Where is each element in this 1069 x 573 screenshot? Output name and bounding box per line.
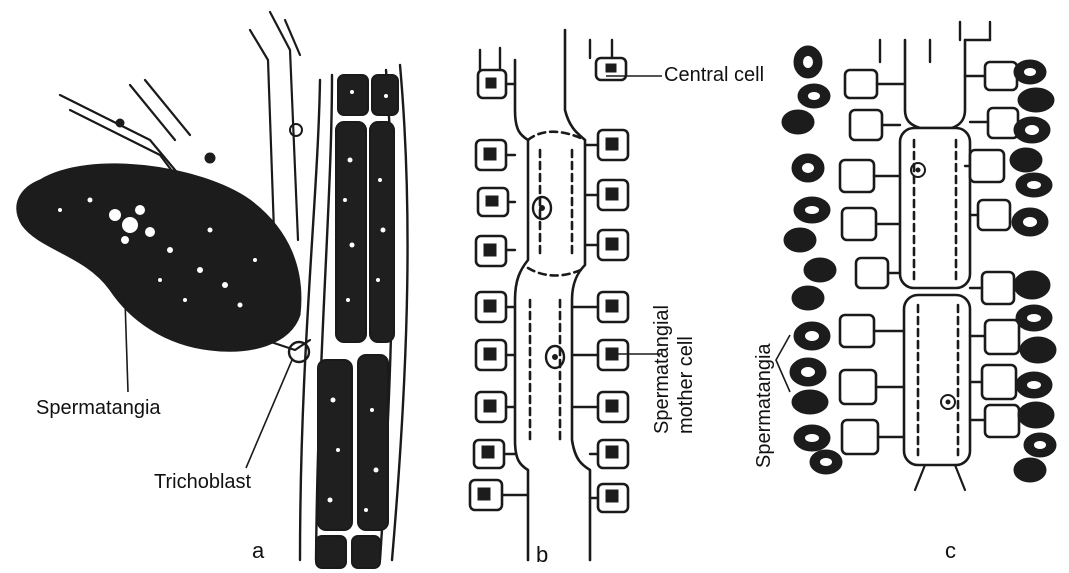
label-spermatangial-mother-cell: Spermatangial mother cell — [650, 305, 698, 434]
label-spermatangial-line2: mother cell — [674, 305, 698, 434]
label-spermatangia-a: Spermatangia — [36, 398, 161, 418]
label-central-cell: Central cell — [664, 65, 764, 85]
label-spermatangial-line1: Spermatangial — [650, 305, 674, 434]
pointer-spermatangia-c — [776, 335, 790, 392]
pointer-spermatangia-a — [125, 300, 128, 392]
panel-label-c: c — [945, 540, 956, 562]
panel-c-drawing — [782, 22, 1056, 490]
pointer-trichoblast — [246, 360, 292, 468]
panel-b-drawing — [470, 30, 628, 560]
label-trichoblast: Trichoblast — [154, 472, 251, 492]
panel-label-b: b — [536, 544, 548, 566]
label-spermatangia-c-text: Spermatangia — [752, 343, 776, 468]
panel-label-a: a — [252, 540, 264, 562]
label-spermatangia-c: Spermatangia — [752, 343, 776, 468]
